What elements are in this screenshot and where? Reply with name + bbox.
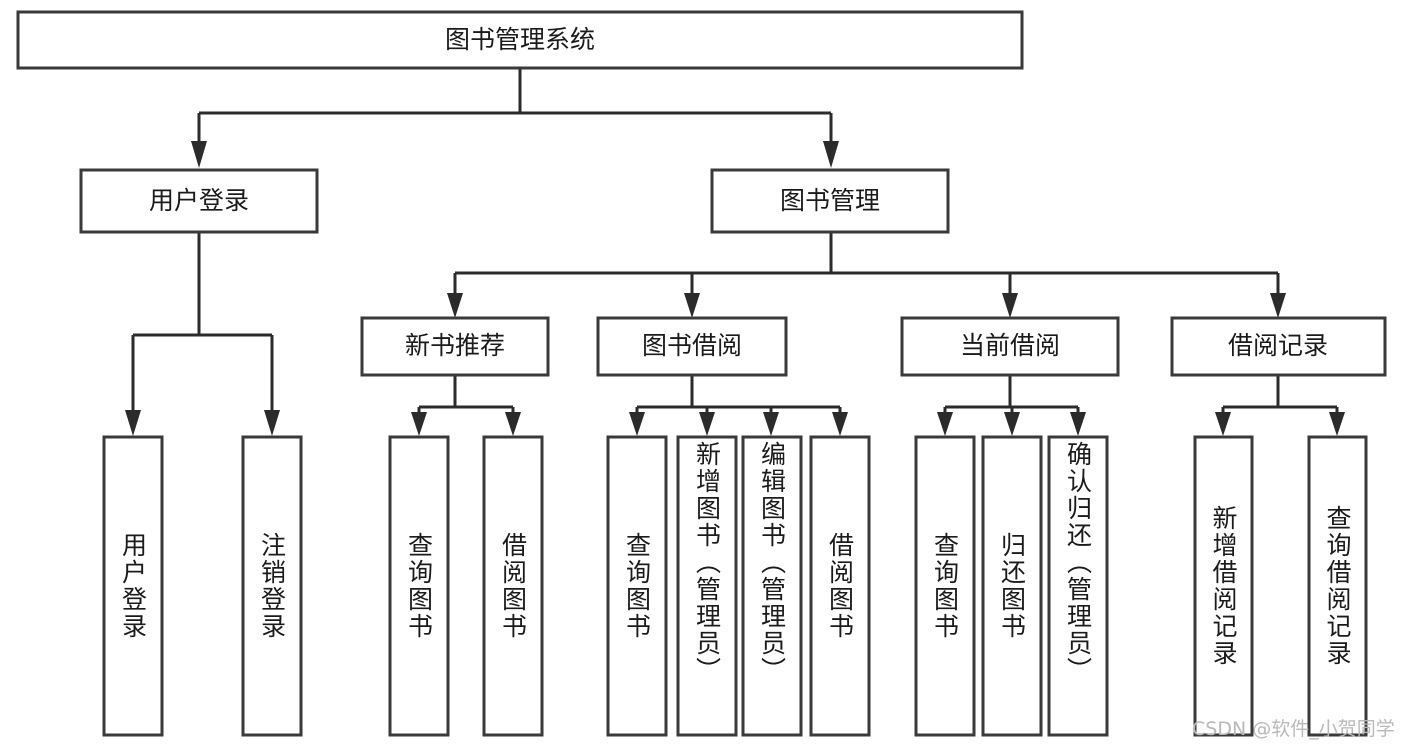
- node-current-borrow-box[interactable]: [900, 316, 1120, 377]
- node-borrow-record[interactable]: 借阅记录: [1170, 316, 1387, 377]
- leaf-edit-book-box[interactable]: [741, 435, 803, 737]
- connectors-user-login-to-leaves: [125, 232, 280, 436]
- csdn-watermark: CSDN @软件_小贺同学: [1192, 718, 1395, 740]
- arrow-head-icon: [1070, 412, 1086, 436]
- node-current-borrow[interactable]: 当前借阅: [900, 316, 1120, 377]
- leaf-user-login-box[interactable]: [102, 435, 164, 737]
- node-borrow-record-label: 借阅记录: [1228, 331, 1328, 360]
- arrow-head-icon: [1329, 412, 1345, 436]
- leaf-return-book-box[interactable]: [981, 435, 1043, 737]
- arrow-head-icon: [832, 412, 848, 436]
- arrow-head-icon: [823, 141, 839, 168]
- arrow-head-icon: [1215, 412, 1231, 436]
- arrow-head-icon: [937, 412, 953, 436]
- node-user-login-label: 用户登录: [149, 186, 249, 215]
- node-book-borrow-label: 图书借阅: [642, 331, 742, 360]
- leaf-add-record-box[interactable]: [1193, 435, 1254, 737]
- node-book-borrow[interactable]: 图书借阅: [596, 316, 788, 377]
- arrow-head-icon: [629, 412, 645, 436]
- connectors-root-to-level2: [191, 68, 839, 168]
- node-borrow-record-box[interactable]: [1170, 316, 1387, 377]
- node-new-book-recommend-box[interactable]: [360, 316, 550, 377]
- arrow-head-icon: [684, 293, 700, 318]
- arrow-head-icon: [763, 412, 779, 436]
- leaf-user-logout-box[interactable]: [241, 435, 303, 737]
- leaf-query-book-3-box[interactable]: [914, 435, 976, 737]
- node-new-book-recommend-label: 新书推荐: [405, 331, 505, 360]
- arrow-head-icon: [1004, 412, 1020, 436]
- arrow-head-icon: [699, 412, 715, 436]
- node-root[interactable]: 图书管理系统: [16, 10, 1024, 70]
- node-current-borrow-label: 当前借阅: [960, 331, 1060, 360]
- node-user-login-box[interactable]: [79, 168, 319, 234]
- leaf-query-book-1-box[interactable]: [388, 435, 450, 737]
- node-root-label: 图书管理系统: [445, 25, 595, 54]
- node-book-manage-box[interactable]: [710, 168, 950, 234]
- arrow-head-icon: [411, 412, 427, 436]
- arrow-head-icon: [264, 410, 280, 436]
- leaf-borrow-book-2-box[interactable]: [809, 435, 871, 737]
- leaf-add-book-box[interactable]: [676, 435, 738, 737]
- leaf-borrow-book-1-box[interactable]: [482, 435, 544, 737]
- arrow-head-icon: [191, 141, 207, 168]
- arrow-head-icon: [447, 293, 463, 318]
- node-root-box[interactable]: [16, 10, 1024, 70]
- leaf-boxes: [102, 435, 1368, 737]
- leaf-query-book-2-box[interactable]: [606, 435, 668, 737]
- leaf-confirm-return-box[interactable]: [1047, 435, 1109, 737]
- leaf-query-record-box[interactable]: [1307, 435, 1368, 737]
- connectors-book-manage-to-level3: [447, 232, 1286, 318]
- node-book-manage-label: 图书管理: [780, 186, 880, 215]
- arrow-head-icon: [1002, 293, 1018, 318]
- connectors-borrow-record-to-leaves: [1215, 375, 1345, 436]
- connectors-current-borrow-to-leaves: [937, 375, 1086, 436]
- node-book-borrow-box[interactable]: [596, 316, 788, 377]
- node-new-book-recommend[interactable]: 新书推荐: [360, 316, 550, 377]
- arrow-head-icon: [1270, 293, 1286, 318]
- arrow-head-icon: [125, 410, 141, 436]
- node-book-manage[interactable]: 图书管理: [710, 168, 950, 234]
- node-user-login[interactable]: 用户登录: [79, 168, 319, 234]
- arrow-head-icon: [505, 412, 521, 436]
- connectors-new-book-recommend-to-leaves: [411, 375, 521, 436]
- connectors-book-borrow-to-leaves: [629, 375, 848, 436]
